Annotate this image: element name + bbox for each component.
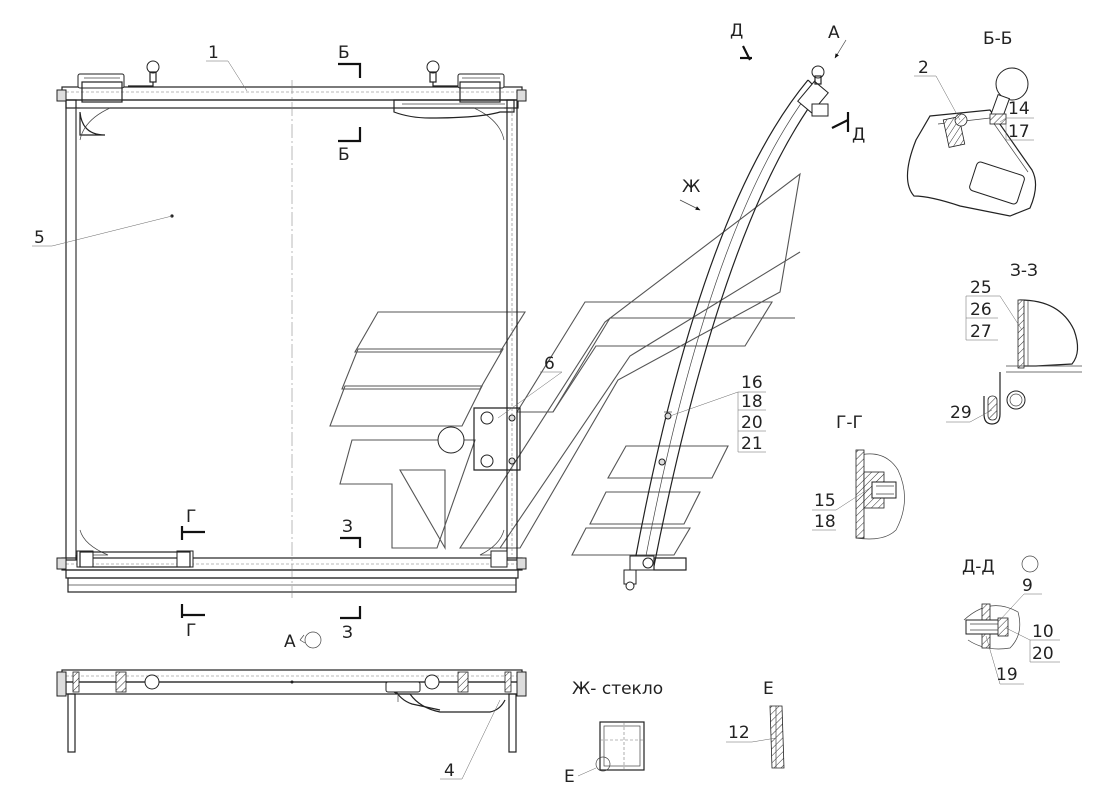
leader-part-2: 2 bbox=[914, 58, 961, 121]
leader-part-6: 6 bbox=[497, 354, 563, 419]
part-17-label: 17 bbox=[1008, 122, 1030, 142]
arrow-zh-label: Ж bbox=[682, 177, 700, 197]
section-bb-title: Б-Б bbox=[983, 29, 1012, 49]
part-26-label: 26 bbox=[970, 300, 992, 320]
leader-part-12: 12 bbox=[726, 723, 777, 743]
part-2-label: 2 bbox=[918, 58, 929, 78]
main-view-frame bbox=[56, 60, 527, 598]
section-z-top-label: З bbox=[342, 517, 353, 537]
section-arrow-a: А bbox=[828, 23, 847, 59]
section-g-bottom-label: Г bbox=[186, 621, 196, 641]
zh-glass-title: Ж- стекло bbox=[572, 679, 663, 699]
part-19-label: 19 bbox=[996, 665, 1018, 685]
leader-part-29: 29 bbox=[946, 403, 993, 423]
section-arrow-zh: Ж bbox=[679, 177, 701, 211]
e-detail-title: Е bbox=[763, 679, 774, 699]
e-detail: Е bbox=[763, 679, 785, 769]
part-14-label: 14 bbox=[1008, 99, 1030, 119]
section-zz: З-З bbox=[983, 261, 1082, 425]
part-12-label: 12 bbox=[728, 723, 750, 743]
e-callout-label: Е bbox=[564, 767, 575, 787]
leader-part-9: 9 bbox=[999, 576, 1042, 621]
section-gg: Г-Г bbox=[836, 413, 905, 540]
section-bb: Б-Б bbox=[906, 29, 1037, 217]
part-5-label: 5 bbox=[34, 228, 45, 248]
section-z-bottom-label: З bbox=[342, 623, 353, 643]
part-10-label: 10 bbox=[1032, 622, 1054, 642]
part-20a-label: 20 bbox=[741, 413, 763, 433]
section-d-top-label: Д bbox=[730, 21, 743, 41]
section-mark-b-bottom: Б bbox=[338, 127, 362, 165]
leader-parts-14-17: 14 17 bbox=[999, 99, 1034, 142]
section-zz-title: З-З bbox=[1010, 261, 1038, 281]
part-18b-label: 18 bbox=[814, 512, 836, 532]
section-mark-z-top: З bbox=[340, 517, 362, 548]
part-20b-label: 20 bbox=[1032, 644, 1054, 664]
part-29-label: 29 bbox=[950, 403, 972, 423]
part-9-label: 9 bbox=[1022, 576, 1033, 596]
view-a-marker: А bbox=[284, 631, 322, 652]
side-view-frame bbox=[623, 65, 829, 591]
section-b-bottom-label: Б bbox=[338, 145, 350, 165]
leader-part-5: 5 bbox=[32, 215, 173, 248]
plan-view bbox=[56, 669, 527, 753]
watermark-logo bbox=[329, 172, 801, 556]
section-gg-title: Г-Г bbox=[836, 413, 863, 433]
section-mark-g-bottom: Г bbox=[180, 604, 205, 641]
leader-part-19: 19 bbox=[985, 635, 1024, 685]
section-dd-title: Д-Д bbox=[962, 557, 995, 577]
part-27-label: 27 bbox=[970, 322, 992, 342]
section-dd: Д-Д bbox=[962, 555, 1039, 650]
part-4-label: 4 bbox=[444, 761, 455, 781]
part-18a-label: 18 bbox=[741, 392, 763, 412]
section-mark-g-top: Г bbox=[180, 507, 205, 540]
part-16-label: 16 bbox=[741, 373, 763, 393]
section-g-top-label: Г bbox=[186, 507, 196, 527]
section-mark-d-right: Д bbox=[831, 112, 865, 145]
leader-parts-10-20: 10 20 bbox=[1005, 622, 1060, 664]
section-d-right-label: Д bbox=[852, 125, 865, 145]
leader-parts-15-18: 15 18 bbox=[812, 487, 871, 532]
part-6-label: 6 bbox=[544, 354, 555, 374]
section-mark-b-top: Б bbox=[338, 43, 362, 78]
part-21-label: 21 bbox=[741, 434, 763, 454]
leader-part-4: 4 bbox=[440, 699, 501, 781]
section-b-top-label: Б bbox=[338, 43, 350, 63]
section-mark-z-bottom: З bbox=[340, 606, 362, 643]
zh-glass-section: Ж- стекло Е bbox=[564, 679, 663, 787]
part-15-label: 15 bbox=[814, 491, 836, 511]
section-mark-d-top: Д bbox=[730, 21, 752, 61]
leader-parts-25-27: 25 26 27 bbox=[965, 278, 1023, 342]
view-a-label: А bbox=[284, 632, 296, 652]
leader-parts-16-21: 16 18 20 21 bbox=[669, 373, 766, 454]
leader-part-1: 1 bbox=[206, 43, 248, 92]
part-1-label: 1 bbox=[208, 43, 219, 63]
arrow-a-label: А bbox=[828, 23, 840, 43]
part-25-label: 25 bbox=[970, 278, 992, 298]
